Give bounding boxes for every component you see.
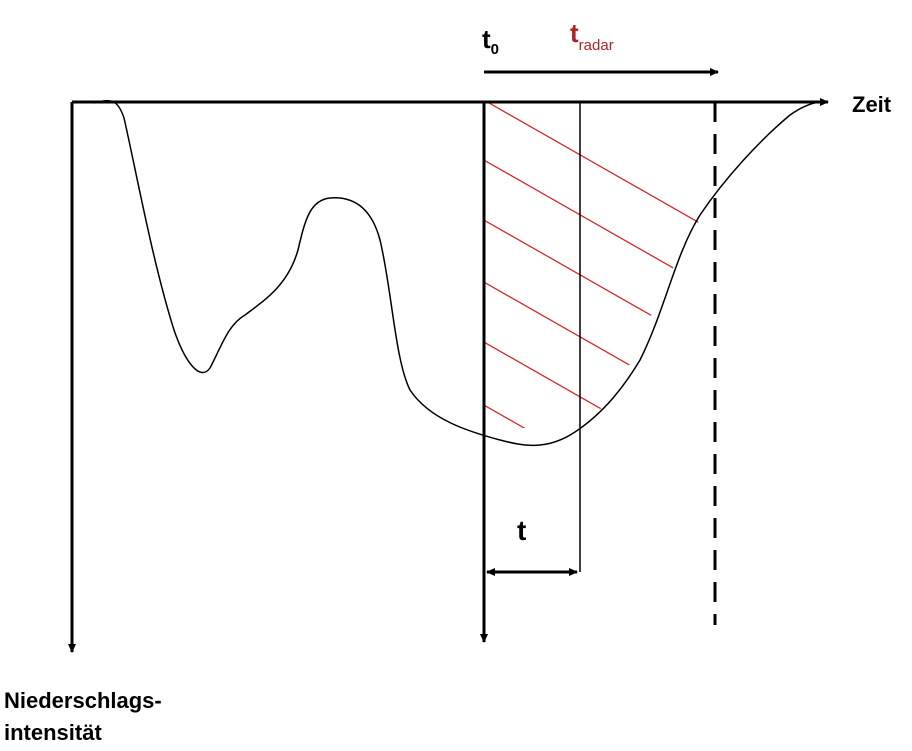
hatch-line [484,134,715,318]
delta-t-label: t [517,515,526,546]
hatch-line [484,316,715,428]
hatched-region [484,102,715,428]
hatch-line [484,379,715,428]
precipitation-curve [93,99,821,447]
intensity-axis-label-line2: intensität [4,720,102,745]
time-axis-label: Zeit [852,92,892,117]
t0-label: t0 [482,24,499,58]
hatch-line [484,194,715,378]
tradar-label: tradar [570,18,614,54]
hatch-lines [484,102,715,428]
intensity-axis-label-line1: Niederschlags- [4,688,162,713]
